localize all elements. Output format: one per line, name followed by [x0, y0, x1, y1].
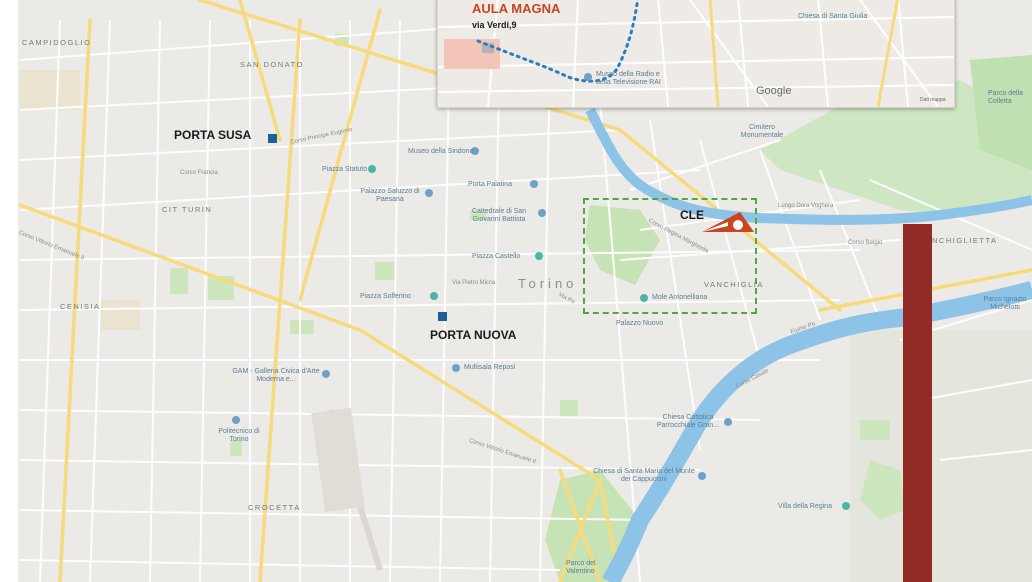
district-vanchiglietta: NCHIGLIETTA [932, 236, 998, 245]
poi-chiesa-giulia: Chiesa di Santa Giulia [798, 13, 868, 20]
street-corso-belgio: Corso Belgio [848, 240, 883, 246]
poi-pin-icon [471, 147, 479, 155]
poi-pin-icon [368, 165, 376, 173]
district-cit-turin: CIT TURIN [162, 205, 213, 214]
google-logo: Google [756, 85, 792, 97]
poi-cimitero: Cimitero Monumentale [740, 124, 784, 139]
district-vanchiglia: VANCHIGLIA [704, 280, 764, 289]
poi-gam: GAM - Galleria Civica d'Arte Moderna e..… [232, 368, 320, 383]
poi-pin-icon [724, 418, 732, 426]
poi-pin-icon [322, 370, 330, 378]
poi-pin-icon [535, 252, 543, 260]
porta-nuova-marker[interactable] [438, 312, 447, 321]
street-lungo-dora: Lungo Dora Voghera [778, 203, 834, 209]
poi-pin-icon [584, 73, 592, 81]
poi-piazza-statuto: Piazza Statuto [322, 166, 368, 173]
poi-chiesa-santa-maria: Chiesa di Santa Maria del Monte dei Capp… [593, 468, 695, 483]
label-aula-magna-address: via Verdi,9 [472, 20, 517, 30]
poi-pin-icon [425, 189, 433, 197]
district-campidoglio: CAMPIDOGLIO [22, 38, 92, 47]
cle-logo-icon[interactable] [700, 210, 756, 236]
poi-pin-icon [452, 364, 460, 372]
poi-pin-icon [430, 292, 438, 300]
poi-mole: Mole Antonelliana [652, 294, 708, 301]
poi-multisala: Multisala Reposi [464, 364, 516, 371]
porta-susa-marker[interactable] [268, 134, 277, 143]
side-bar [903, 224, 932, 582]
poi-pin-icon [842, 502, 850, 510]
district-cenisia: CENISIA [60, 302, 101, 311]
district-torino: Torino [518, 276, 578, 291]
poi-parco-michelotti: Parco Ignazio Michelotti [983, 296, 1027, 311]
poi-piazza-solferino: Piazza Solferino [360, 293, 411, 300]
poi-palazzo-nuovo: Palazzo Nuovo [616, 320, 664, 327]
poi-politecnico: Politecnico di Torino [218, 428, 260, 443]
poi-pin-icon [232, 416, 240, 424]
poi-porta-palatina: Porta Palatina [468, 181, 512, 188]
poi-parco-colletta: Parco della Colletta [988, 90, 1024, 105]
poi-pin-icon [698, 472, 706, 480]
street-corso-francia: Corso Francia [180, 170, 218, 176]
poi-palazzo-saluzzo: Palazzo Saluzzo di Paesana [360, 188, 420, 203]
poi-pin-icon [538, 209, 546, 217]
poi-pin-icon [640, 294, 648, 302]
poi-pin-icon [530, 180, 538, 188]
poi-cattedrale: Cattedrale di San Giovanni Battista [471, 208, 527, 223]
poi-piazza-castello: Piazza Castello [472, 253, 521, 260]
poi-villa-regina: Villa della Regina [778, 503, 832, 510]
poi-museo-sindone: Museo della Sindone [408, 148, 474, 155]
district-crocetta: CROCETTA [248, 503, 301, 512]
inset-map[interactable]: AULA MAGNA via Verdi,9 Museo della Radio… [437, 0, 955, 108]
label-porta-susa: PORTA SUSA [174, 128, 252, 142]
label-aula-magna: AULA MAGNA [472, 1, 561, 16]
map-data-credit: Dati mappa [920, 97, 946, 103]
poi-chiesa-cattolica: Chiesa Cattolica Parrocchiale Gran... [656, 414, 720, 429]
poi-museo-radio: Museo della Radio e della Televisione RA… [596, 71, 661, 86]
district-san-donato: SAN DONATO [240, 60, 304, 69]
label-porta-nuova: PORTA NUOVA [430, 328, 517, 342]
street-via-pietro-micca: Via Pietro Micca [452, 280, 496, 286]
label-cle: CLE [680, 208, 704, 222]
poi-parco-valentino: Parco del Valentino [566, 560, 596, 575]
cle-area-frame [583, 198, 757, 314]
